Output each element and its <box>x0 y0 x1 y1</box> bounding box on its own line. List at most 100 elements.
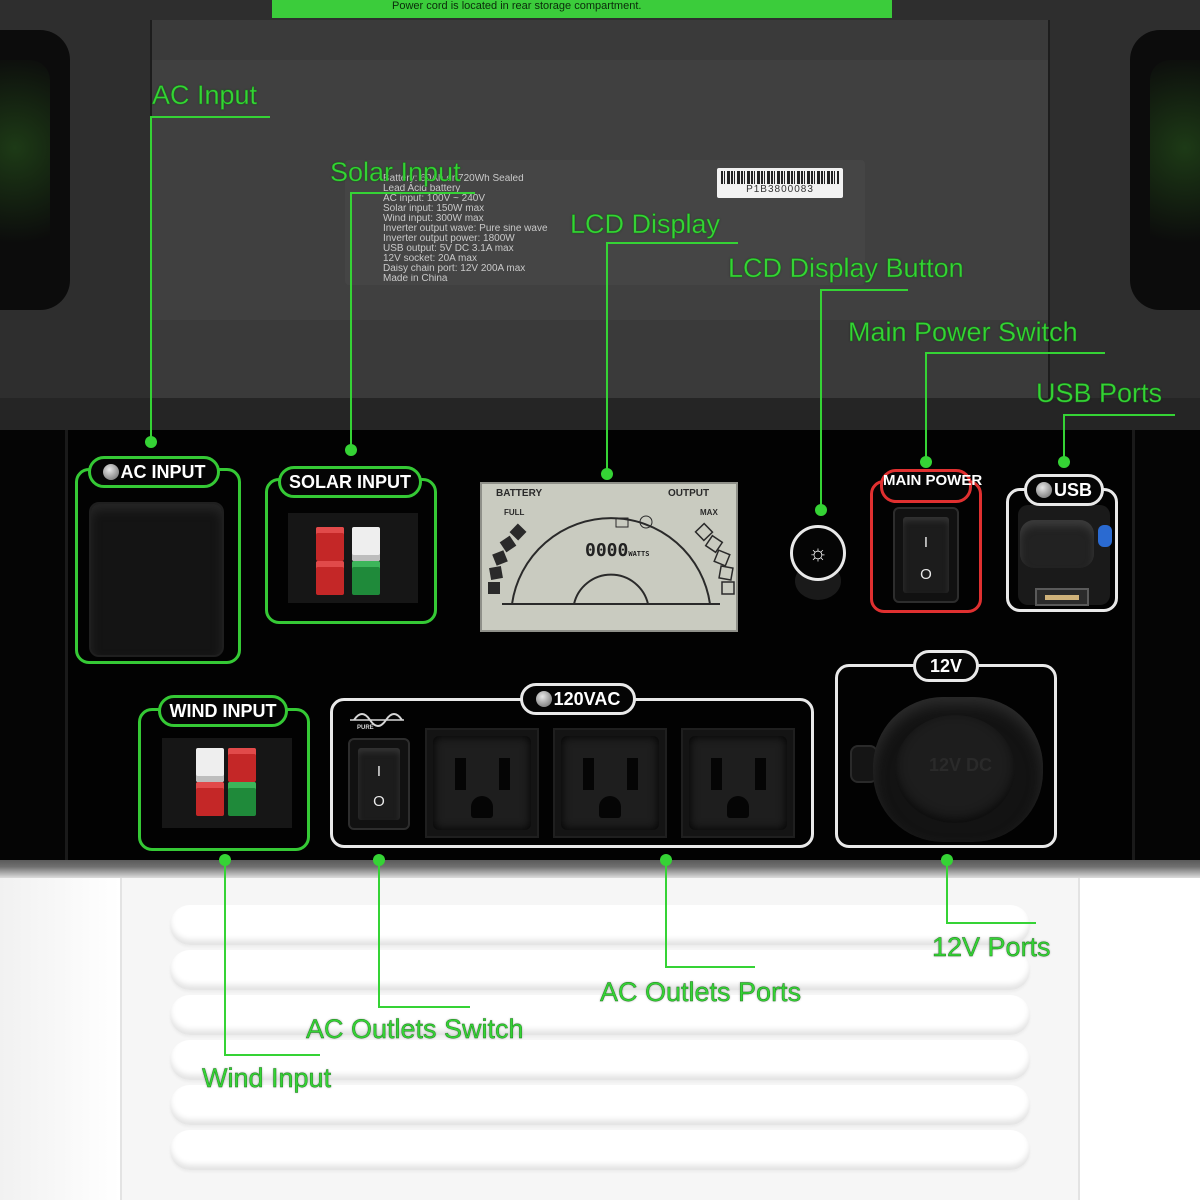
switch-on-mark: I <box>923 534 929 551</box>
callout-lcd-display-button: LCD Display Button <box>728 253 964 283</box>
callout-line <box>606 242 738 244</box>
spec-line: AC input: 100V ~ 240V <box>383 194 486 204</box>
screw-icon <box>102 463 119 480</box>
spec-line: Inverter output power: 1800W <box>383 234 515 244</box>
barcode-text: P1B3800083 <box>746 184 814 195</box>
outlet-slot <box>455 758 466 790</box>
socket-cap-text: 12V DC <box>929 755 993 775</box>
outlet-slot <box>755 758 766 790</box>
lcd-watts-unit: WATTS <box>628 550 650 558</box>
callout-ac-outlets-switch: AC Outlets Switch <box>306 1014 524 1044</box>
callout-solar-input: Solar Input <box>330 157 461 187</box>
ac-outlet[interactable] <box>425 728 539 838</box>
spec-lines: Battery: 60Ah or 720Wh Sealed Lead Acid … <box>383 174 623 284</box>
ac-outlets-badge: 120VAC <box>520 683 636 715</box>
callout-line <box>925 352 1105 354</box>
main-power-switch[interactable]: I O <box>893 507 959 603</box>
warning-strip: Power cord is located in rear storage co… <box>272 0 892 18</box>
solar-negative-pin <box>352 561 380 595</box>
ac-outlet-face <box>433 736 531 830</box>
vent-slot <box>170 1130 1030 1170</box>
callout-usb-ports: USB Ports <box>1036 378 1163 408</box>
callout-line <box>946 858 948 924</box>
left-handle <box>0 30 70 310</box>
vent-slot <box>170 1085 1030 1125</box>
callout-ac-input: AC Input <box>152 80 258 110</box>
lcd-display: BATTERY OUTPUT FULL MAX <box>480 482 738 632</box>
callout-12v-ports: 12V Ports <box>932 932 1051 962</box>
sine-wave-icon <box>350 713 404 727</box>
outlet-slot <box>583 758 594 790</box>
callout-line <box>378 858 380 1008</box>
switch-on-mark: I <box>376 763 382 780</box>
lcd-watts-readout: 0000WATTS <box>585 540 649 561</box>
usb-indicator <box>1098 525 1112 547</box>
spec-line: Daisy chain port: 12V 200A max <box>383 264 526 274</box>
vent-slot <box>170 995 1030 1035</box>
lcd-display-button[interactable]: ☼ <box>790 525 846 581</box>
solar-pin-white <box>352 527 380 561</box>
callout-main-power-switch: Main Power Switch <box>848 317 1078 347</box>
callout-line <box>224 858 226 1056</box>
switch-off-mark: O <box>373 793 385 810</box>
spec-line: Solar input: 150W max <box>383 204 485 214</box>
spec-line: Battery: 60Ah or 720Wh Sealed <box>383 174 524 184</box>
callout-line <box>224 1054 320 1056</box>
ac-outlets-switch[interactable]: I O <box>348 738 410 830</box>
ac-input-cover[interactable] <box>89 502 224 657</box>
lcd-gauge-arc <box>488 515 735 605</box>
callout-lcd-display: LCD Display <box>570 209 721 239</box>
sun-icon: ☼ <box>807 540 829 565</box>
wind-positive-pin <box>228 748 256 782</box>
callout-ac-outlets-ports: AC Outlets Ports <box>600 977 802 1007</box>
outlet-slot <box>627 758 638 790</box>
wind-negative-pin <box>228 782 256 816</box>
usb-port[interactable] <box>1035 588 1089 606</box>
callout-line <box>925 352 927 462</box>
spec-line: USB output: 5V DC 3.1A max <box>383 244 514 254</box>
wind-input-connector[interactable] <box>162 738 292 828</box>
callout-line <box>150 116 152 442</box>
callout-wind-input: Wind Input <box>202 1063 332 1093</box>
lcd-watts-value: 0000 <box>585 540 629 561</box>
callout-dot <box>601 468 613 480</box>
dc-12v-socket[interactable]: 12V DC <box>873 697 1043 842</box>
callout-dot <box>145 436 157 448</box>
callout-line <box>606 242 608 474</box>
wind-pin-white <box>196 748 224 782</box>
usb-cover[interactable] <box>1020 520 1094 568</box>
barcode: P1B3800083 <box>717 168 843 198</box>
spec-line: Inverter output wave: Pure sine wave <box>383 224 548 234</box>
main-power-badge: MAIN POWER <box>880 469 982 503</box>
outlet-slot <box>711 758 722 790</box>
callout-line <box>665 966 755 968</box>
usb-label: USB <box>1053 480 1092 500</box>
main-power-rocker: I O <box>903 517 949 593</box>
callout-line <box>820 289 908 291</box>
barcode-bars <box>721 171 839 184</box>
ac-outlet-face <box>561 736 659 830</box>
solar-input-badge: SOLAR INPUT <box>278 466 422 498</box>
spec-line: Made in China <box>383 274 448 284</box>
solar-input-connector[interactable] <box>288 513 418 603</box>
right-handle-recess <box>1150 60 1200 280</box>
callout-dot <box>1058 456 1070 468</box>
left-handle-recess <box>0 60 50 280</box>
callout-line <box>350 192 475 194</box>
lcd-max-label: MAX <box>700 508 718 517</box>
solar-pin-red <box>316 561 344 595</box>
spec-line: Lead Acid battery <box>383 184 461 194</box>
callout-dot <box>345 444 357 456</box>
switch-off-mark: O <box>920 566 932 583</box>
callout-line <box>350 192 352 448</box>
ac-outlet[interactable] <box>681 728 795 838</box>
ac-outlet[interactable] <box>553 728 667 838</box>
callout-line <box>378 1006 470 1008</box>
callout-line <box>1063 414 1065 462</box>
wind-input-badge: WIND INPUT <box>158 695 288 727</box>
bottom-side-shade <box>0 860 120 1200</box>
spec-line: 12V socket: 20A max <box>383 254 477 264</box>
lcd-output-label: OUTPUT <box>668 488 710 499</box>
dc-12v-socket-cap: 12V DC <box>895 715 1015 823</box>
